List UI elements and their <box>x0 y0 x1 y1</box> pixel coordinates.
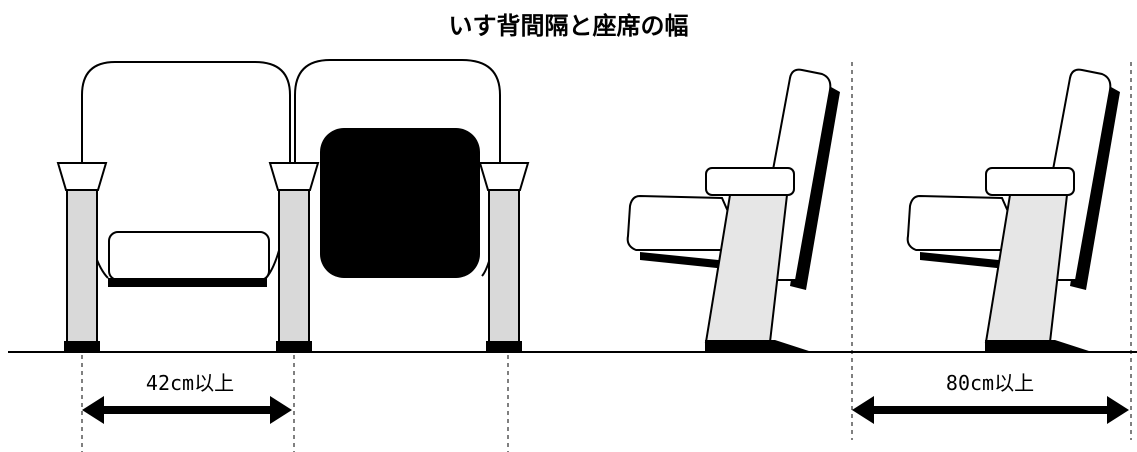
side-seat-base-2 <box>920 252 1018 270</box>
side-foot-2 <box>985 340 1092 352</box>
armrest-cap-3 <box>478 162 530 191</box>
side-chair-1 <box>626 68 840 352</box>
armrest-post-2 <box>278 189 310 343</box>
seat-width-label: 42cm以上 <box>146 371 234 395</box>
diagram-title: いす背間隔と座席の幅 <box>448 12 689 40</box>
side-chair-2 <box>906 68 1120 352</box>
side-foot-1 <box>705 340 812 352</box>
front-view: 42cm以上 <box>56 59 530 452</box>
folded-seat <box>320 128 480 278</box>
armrest-post-3 <box>488 189 520 343</box>
seat-back-left <box>81 61 291 165</box>
seat-spacing-label: 80cm以上 <box>946 371 1034 395</box>
side-armrest-2 <box>985 167 1075 196</box>
side-seat-1 <box>626 194 747 251</box>
width-arrow <box>82 396 292 424</box>
side-seat-2 <box>906 194 1027 251</box>
side-armrest-1 <box>705 167 795 196</box>
post-foot-2 <box>276 341 312 352</box>
seat-cushion-base <box>108 278 267 287</box>
post-foot-3 <box>486 341 522 352</box>
armrest-cap-1 <box>56 162 108 191</box>
post-foot-1 <box>64 341 100 352</box>
armrest-cap-2 <box>268 162 320 191</box>
spacing-arrow <box>852 396 1129 424</box>
seat-cushion <box>108 231 270 281</box>
armrest-post-1 <box>66 189 98 343</box>
side-seat-base-1 <box>640 252 738 270</box>
